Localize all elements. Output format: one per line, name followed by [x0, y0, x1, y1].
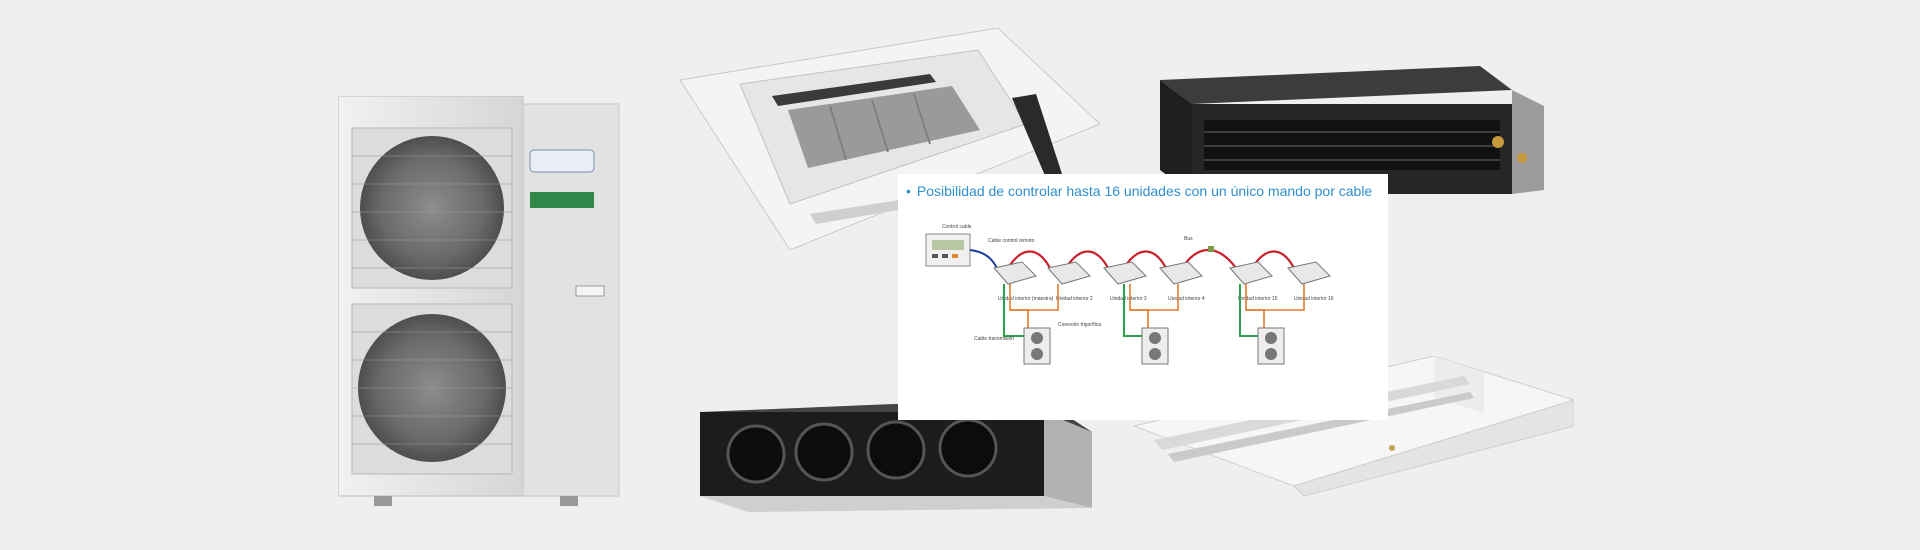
- unit-label-2: Unidad interior 2: [1056, 296, 1093, 302]
- ducted-unit-bottom-image: [700, 396, 1092, 512]
- wiring-diagram: Control cable Cable control remoto Bus U…: [925, 224, 1334, 365]
- refrigerant-lines: [1009, 284, 1305, 330]
- caption-bullet: •: [906, 183, 911, 199]
- indoor-cassette-icons: [993, 261, 1331, 285]
- unit-label-4: Unidad interior 4: [1168, 296, 1205, 302]
- unit-label-16: Unidad interior 16: [1294, 296, 1334, 302]
- outdoor-unit-icons: [1023, 327, 1285, 365]
- outdoor-condenser-unit-image: [337, 95, 644, 508]
- caption-text: Posibilidad de controlar hasta 16 unidad…: [916, 183, 1373, 199]
- label-refrigerant-connection: Conexión frigorífica: [1058, 322, 1101, 328]
- wired-remote-controller-image: [925, 233, 971, 267]
- label-control-cable: Control cable: [942, 224, 972, 230]
- label-bus: Bus: [1184, 236, 1193, 242]
- label-remote-cable: Cable control remoto: [988, 238, 1035, 244]
- label-transmission-cable: Cable transmisión: [974, 336, 1014, 342]
- unit-label-15: Unidad interior 15: [1238, 296, 1278, 302]
- transmission-lines: [1003, 284, 1260, 337]
- remote-cable-line: [969, 249, 999, 271]
- unit-label-1: Unidad interior (maestra): [998, 296, 1054, 302]
- diagram-caption: • Posibilidad de controlar hasta 16 unida…: [898, 180, 1396, 202]
- ceiling-cassette-unit-image: [679, 27, 1101, 251]
- wiring-diagram-panel: [898, 174, 1388, 420]
- unit-label-3: Unidad interior 3: [1110, 296, 1147, 302]
- bus-connector-icon: [1208, 246, 1214, 252]
